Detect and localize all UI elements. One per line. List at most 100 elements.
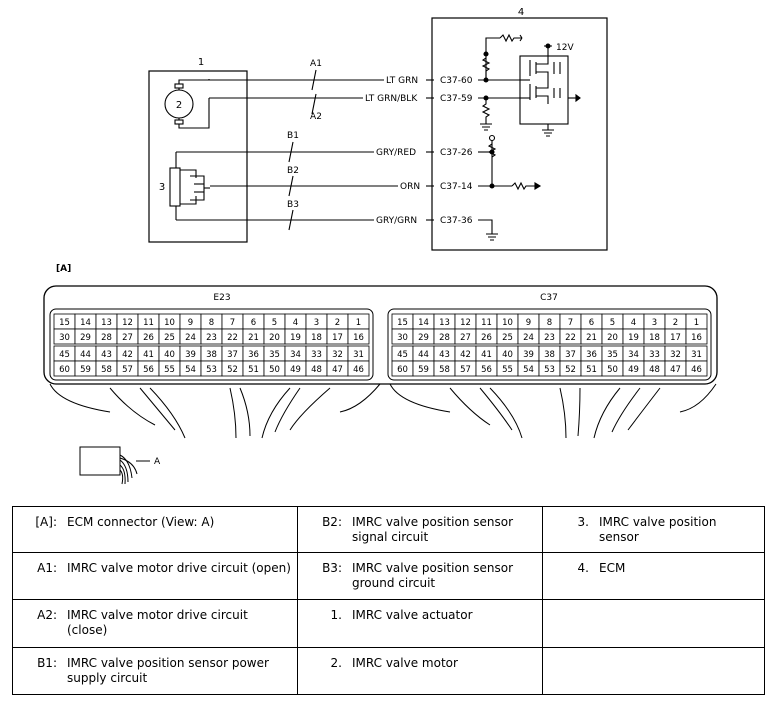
legend-key: B2:: [322, 515, 342, 529]
connector-pin-number: 21: [248, 333, 259, 343]
connector-pin-number: 49: [628, 365, 639, 375]
connector-pin-number: 14: [418, 318, 429, 328]
wire-b3-id: B3: [287, 200, 299, 210]
legend-description: IMRC valve position sensor signal circui…: [352, 515, 514, 544]
connector-pin-number: 9: [188, 318, 193, 328]
legend-key: 2.: [330, 656, 342, 670]
connector-pin-number: 56: [143, 365, 154, 375]
legend-cell: B3:IMRC valve position sensor ground cir…: [297, 552, 543, 600]
legend-cell: A2:IMRC valve motor drive circuit (close…: [12, 599, 298, 648]
legend-description: IMRC valve motor: [352, 656, 458, 670]
connector-pin-number: 38: [544, 350, 555, 360]
connector-pin-number: 15: [59, 318, 70, 328]
ecm-internal-circuit: [478, 33, 581, 241]
connector-pin-number: 25: [164, 333, 175, 343]
connector-pin-number: 5: [610, 318, 615, 328]
connector-pin-number: 28: [439, 333, 450, 343]
connector-pin-number: 15: [397, 318, 408, 328]
wire-a2-id: A2: [310, 112, 322, 122]
imrc-valve-position-sensor: [169, 152, 210, 220]
connector-pin-number: 9: [526, 318, 531, 328]
connector-pin-number: 33: [311, 350, 322, 360]
connector-pin-number: 1: [694, 318, 699, 328]
connector-pin-cell: [685, 360, 708, 377]
imrc-valve-motor: [164, 79, 210, 129]
connector-pin-number: 26: [481, 333, 492, 343]
connector-pin-number: 6: [589, 318, 594, 328]
legend-cell: [542, 599, 765, 648]
connector-pin-number: 12: [122, 318, 133, 328]
connector-pin-number: 34: [628, 350, 639, 360]
connector-pin-number: 41: [481, 350, 492, 360]
connector-pin-number: 16: [353, 333, 364, 343]
connector-pin-number: 18: [649, 333, 660, 343]
ecm-connector-housing: [43, 285, 718, 385]
wire-a2-terminal: C37-59: [440, 94, 473, 104]
connector-pin-number: 19: [628, 333, 639, 343]
wire-a1-id: A1: [310, 59, 322, 69]
connector-pin-number: 27: [460, 333, 471, 343]
connector-pin-number: 10: [164, 318, 175, 328]
wire-b3-terminal: C37-36: [440, 216, 473, 226]
legend-row: [A]:ECM connector (View: A) B2: IMRC valve…: [12, 506, 765, 553]
connector-pin-number: 40: [502, 350, 513, 360]
connector-pin-number: 3: [652, 318, 657, 328]
connector-pin-number: 23: [206, 333, 217, 343]
connector-pin-number: 31: [691, 350, 702, 360]
connector-pin-number: 40: [164, 350, 175, 360]
connector-frame: [49, 308, 374, 381]
connector-pin-number: 38: [206, 350, 217, 360]
connector-pin-number: 30: [397, 333, 408, 343]
ecm-box: [431, 17, 608, 251]
legend-cell: [A]:ECM connector (View: A): [12, 506, 298, 553]
connector-pin-number: 49: [290, 365, 301, 375]
view-a-tag: [A]: [56, 264, 71, 274]
connector-pin-number: 50: [607, 365, 618, 375]
connector-pin-number: 20: [607, 333, 618, 343]
connector-pin-number: 39: [185, 350, 196, 360]
legend-cell: [542, 647, 765, 695]
connector-pin-number: 57: [122, 365, 133, 375]
connector-e23-label: E23: [213, 293, 230, 303]
connector-pin-number: 8: [547, 318, 552, 328]
connector-pin-number: 32: [332, 350, 343, 360]
connector-pin-number: 12: [460, 318, 471, 328]
legend-description: IMRC valve actuator: [352, 608, 473, 622]
connector-pin-number: 56: [481, 365, 492, 375]
legend-row: A2:IMRC valve motor drive circuit (close…: [12, 599, 765, 648]
legend-description: ECM connector (View: A): [67, 515, 215, 529]
imrc-valve-actuator-box: [148, 70, 248, 243]
legend-description: ECM: [599, 561, 626, 575]
connector-pin-number: 39: [523, 350, 534, 360]
connector-pin-number: 2: [673, 318, 678, 328]
wire-b1-color: GRY/RED: [376, 148, 416, 158]
connector-pin-number: 36: [586, 350, 597, 360]
legend-description: IMRC valve position sensor power supply …: [67, 656, 269, 685]
connector-pin-cell: [347, 328, 370, 345]
connector-pin-number: 35: [269, 350, 280, 360]
connector-pin-number: 52: [227, 365, 238, 375]
connector-pin-number: 37: [565, 350, 576, 360]
connector-pin-number: 24: [523, 333, 534, 343]
connector-pin-number: 60: [397, 365, 408, 375]
wire-b2-terminal: C37-14: [440, 182, 473, 192]
connector-pin-number: 7: [230, 318, 235, 328]
connector-pin-number: 35: [607, 350, 618, 360]
legend-key: B1:: [37, 656, 57, 670]
connector-pin-number: 46: [691, 365, 702, 375]
connector-pin-number: 51: [586, 365, 597, 375]
legend-row: A1:IMRC valve motor drive circuit (open)…: [12, 552, 765, 600]
legend-cell: B2: IMRC valve position sensor signal cir…: [297, 506, 543, 553]
legend-description: IMRC valve position sensor ground circui…: [352, 561, 514, 590]
connector-pin-number: 32: [670, 350, 681, 360]
connector-pin-number: 54: [523, 365, 534, 375]
supply-voltage: 12V: [556, 43, 574, 53]
connector-pin-number: 3: [314, 318, 319, 328]
wire-b2-id: B2: [287, 166, 299, 176]
ecm-number: 4: [518, 7, 524, 18]
connector-pin-number: 43: [101, 350, 112, 360]
connector-pin-number: 6: [251, 318, 256, 328]
legend-key: A1:: [37, 561, 57, 575]
legend-description: IMRC valve position sensor: [599, 515, 717, 544]
legend-cell: 1.IMRC valve actuator: [297, 599, 543, 648]
